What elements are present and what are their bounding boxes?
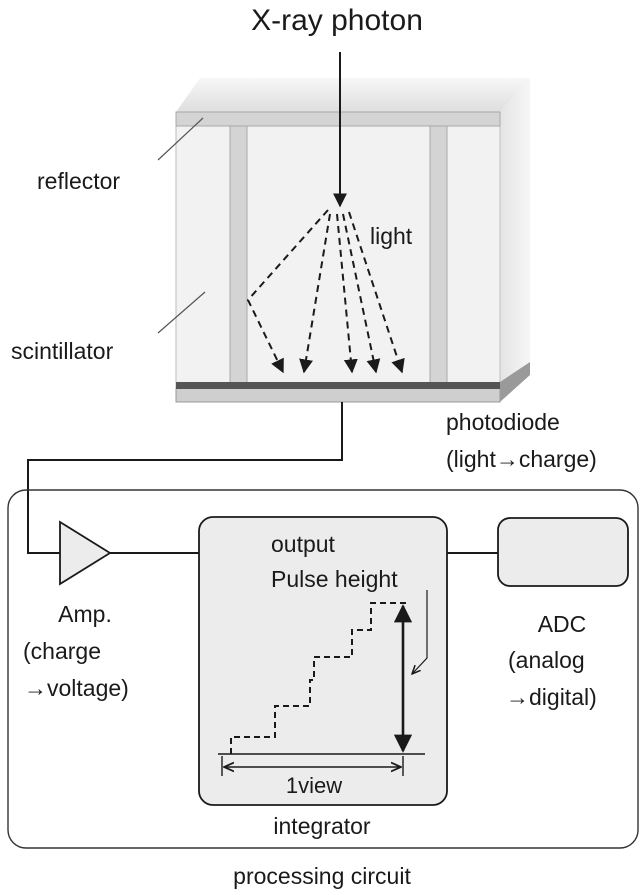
pulse-height-pointer [412, 590, 428, 674]
adc-label: ADC [538, 611, 587, 637]
photodiode-function-label: (light→charge) [446, 446, 597, 472]
light-ray-1 [299, 213, 331, 374]
amp-function-label-1: (charge [23, 638, 101, 664]
integrator-label: integrator [273, 813, 371, 839]
processing-circuit-box [7, 489, 639, 849]
processing-circuit-label: processing circuit [233, 863, 411, 889]
view-label: 1view [286, 773, 342, 798]
reflector-top-band [175, 111, 501, 127]
light-ray-2 [336, 213, 358, 374]
scintillator-leader [157, 291, 206, 334]
reflector-leader [157, 117, 204, 161]
adc-function-label-1: (analog [508, 647, 585, 673]
detector-top-face [176, 78, 530, 112]
light-ray-4 [348, 211, 405, 374]
reflector-column-left [229, 125, 248, 389]
detector-side-face [500, 78, 530, 395]
photodiode-label: photodiode [446, 409, 560, 435]
output-label: output [271, 531, 336, 557]
scintillator-label: scintillator [11, 338, 114, 364]
photodiode-wire [27, 402, 343, 554]
light-rays [246, 209, 405, 374]
photodiode-base [175, 387, 501, 403]
reflector-column-right [429, 125, 448, 389]
scintillator-face [175, 111, 501, 396]
pulse-staircase [230, 602, 410, 754]
amp-label: Amp. [58, 601, 112, 627]
photodiode-side [500, 362, 530, 402]
light-label: light [370, 223, 413, 249]
photodiode-strip [176, 382, 500, 389]
integrator-box [198, 516, 448, 806]
amp-function-label-2: →voltage) [24, 675, 129, 701]
light-ray-reflected [246, 209, 329, 374]
light-ray-3 [342, 213, 381, 374]
adc-function-label-2: →digital) [506, 684, 597, 710]
pulse-height-label: Pulse height [271, 566, 398, 592]
detector-block [175, 78, 530, 403]
adc-box [497, 517, 629, 587]
xray-photon-label: X-ray photon [251, 4, 423, 37]
amplifier-symbol [59, 520, 112, 586]
reflector-label: reflector [37, 168, 120, 194]
